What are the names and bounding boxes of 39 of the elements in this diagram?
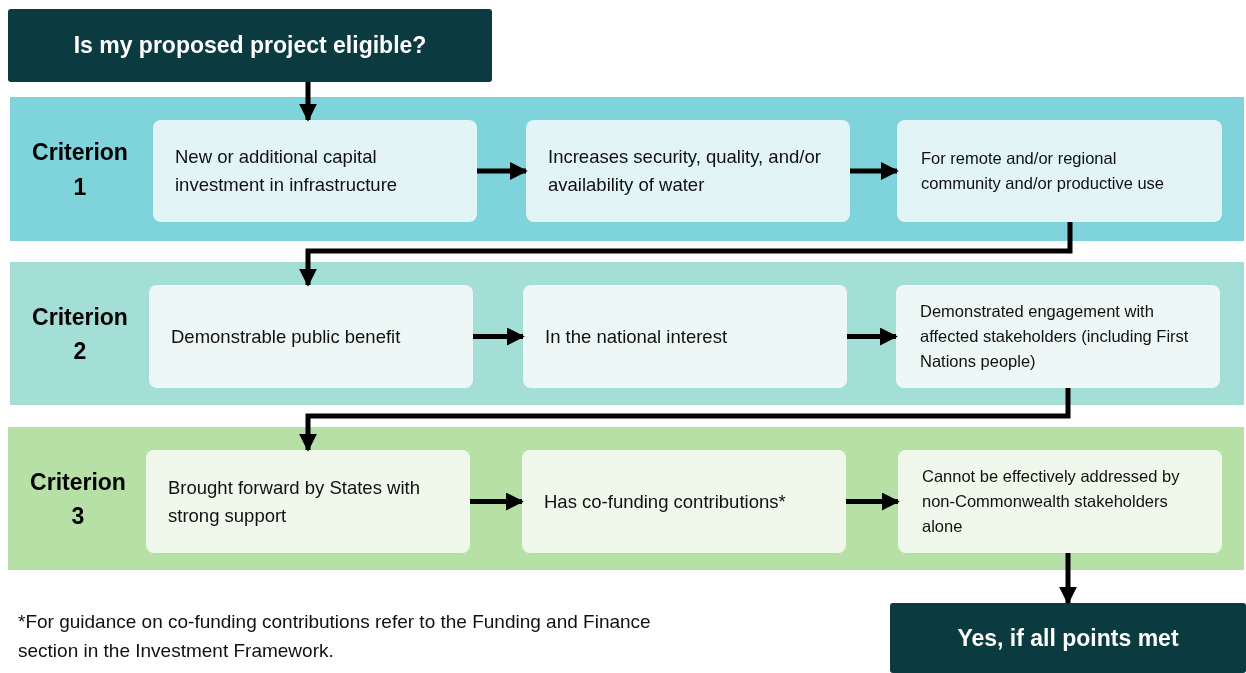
arrow — [473, 327, 525, 346]
box-text: For remote and/or regional community and/or productive use — [921, 148, 1166, 194]
criterion-label: Criterion 2 — [31, 302, 129, 366]
criterion-band — [10, 97, 1244, 241]
box-text: New or additional capital investment in infrastructure — [175, 145, 399, 197]
criterion-box — [898, 450, 1222, 553]
box-text: Demonstrable public benefit — [171, 324, 401, 349]
arrow — [1059, 553, 1077, 605]
arrow — [470, 492, 524, 511]
terminal-box — [8, 9, 492, 82]
box-text: Has co-funding contributions* — [544, 489, 786, 514]
criterion-box — [896, 285, 1220, 388]
arrow — [299, 82, 317, 122]
criterion-box — [523, 285, 847, 388]
box-text: Demonstrated engagement with affected stakeholders (including First Nations people) — [920, 301, 1190, 372]
footnote: *For guidance on co-funding contributions refer to the Funding and Finance section in the Investment Framework. — [18, 610, 652, 663]
criterion-band — [8, 427, 1244, 570]
arrow — [846, 492, 900, 511]
arrow — [477, 162, 528, 180]
terminal-box — [890, 603, 1246, 673]
criterion-box — [153, 120, 477, 222]
terminal-text: Yes, if all points met — [957, 624, 1179, 652]
criterion-label: Criterion 1 — [31, 137, 129, 201]
terminal-text: Is my proposed project eligible? — [73, 32, 427, 59]
criterion-label: Criterion 3 — [29, 467, 127, 531]
box-text: In the national interest — [545, 324, 728, 349]
criterion-box — [897, 120, 1222, 222]
criterion-box — [526, 120, 850, 222]
criterion-box — [146, 450, 470, 553]
criterion-box — [149, 285, 473, 388]
arrow — [299, 388, 1071, 452]
criterion-band — [10, 262, 1244, 405]
box-text: Increases security, quality, and/or availability of water — [548, 145, 822, 197]
arrow — [847, 327, 898, 346]
box-text: Brought forward by States with strong support — [168, 475, 421, 528]
arrow — [850, 162, 899, 180]
arrow — [299, 222, 1073, 287]
box-text: Cannot be effectively addressed by non-Commonwealth stakeholders alone — [922, 466, 1181, 537]
criterion-box — [522, 450, 846, 553]
